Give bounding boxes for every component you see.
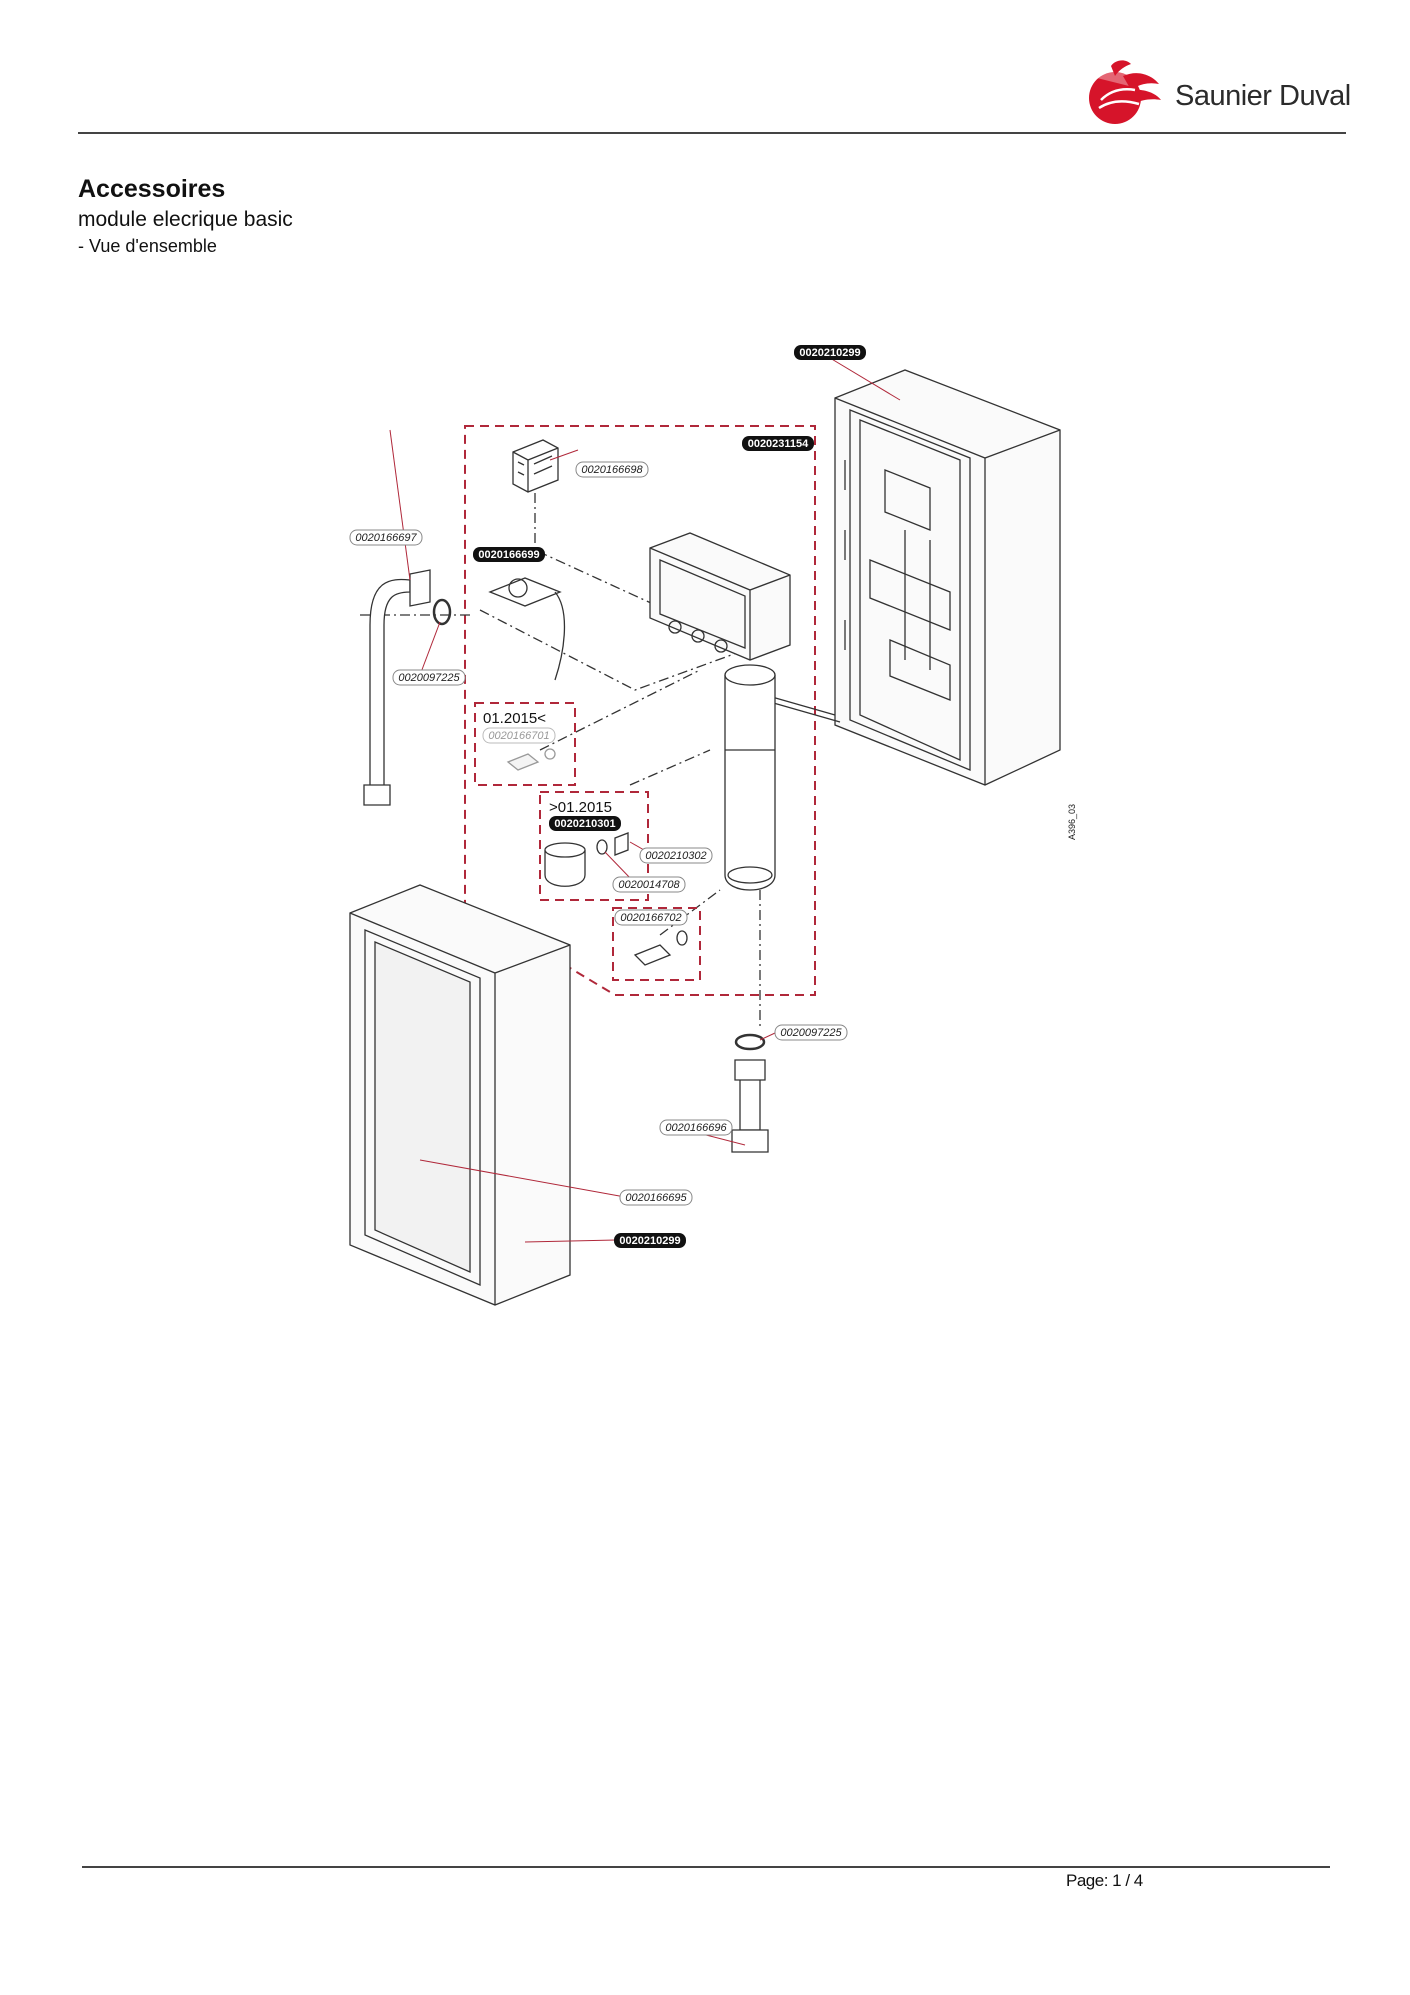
bottom-fitting-drawing bbox=[633, 930, 688, 966]
section-title: - Vue d'ensemble bbox=[78, 236, 217, 256]
heater-element-drawing bbox=[724, 664, 776, 891]
valve-drawing bbox=[544, 832, 629, 887]
old-variant-outline bbox=[474, 702, 576, 786]
header-divider bbox=[78, 132, 1346, 134]
old-variant-part-drawing bbox=[506, 748, 556, 771]
label-oring-bottom: 0020097225 bbox=[780, 1027, 842, 1039]
exploded-parts-diagram: 0020210299 0020231154 0020166698 0020166… bbox=[349, 345, 1077, 1306]
bottom-fitting-outline bbox=[612, 907, 701, 981]
label-variant-new-date: >01.2015 bbox=[549, 799, 612, 816]
label-variant-old-part: 0020166701 bbox=[488, 730, 549, 742]
kit-group-outline bbox=[464, 425, 816, 996]
label-terminal-block: 0020166698 bbox=[581, 464, 643, 476]
back-cover-drawing bbox=[834, 369, 1061, 786]
label-cover-back: 0020210299 bbox=[799, 347, 860, 359]
label-thermostat: 0020166699 bbox=[478, 549, 539, 561]
page-number: Page: 1 / 4 bbox=[1066, 1871, 1143, 1890]
label-fitting-bottom: 0020166702 bbox=[620, 912, 681, 924]
label-variant-new-part: 0020210301 bbox=[554, 818, 615, 830]
terminal-block-drawing bbox=[512, 439, 559, 493]
label-cover-front: 0020210299 bbox=[619, 1235, 680, 1247]
page-title: Accessoires bbox=[78, 175, 226, 203]
brand-logo-icon bbox=[1089, 60, 1161, 124]
front-cover-drawing bbox=[349, 884, 571, 1306]
electronic-box-drawing bbox=[649, 532, 841, 723]
drawing-code: A396_03 bbox=[1067, 804, 1077, 840]
left-pipe-drawing bbox=[363, 569, 452, 806]
label-variant-old-date: 01.2015< bbox=[483, 710, 546, 727]
label-valve: 0020014708 bbox=[618, 879, 680, 891]
page-subtitle: module elecrique basic bbox=[78, 208, 293, 231]
bottom-union-drawing bbox=[731, 1033, 769, 1153]
thermostat-drawing bbox=[488, 577, 566, 681]
label-pipe-left: 0020166697 bbox=[355, 532, 417, 544]
new-variant-outline bbox=[539, 791, 649, 901]
label-fitting-nut: 0020210302 bbox=[645, 850, 706, 862]
label-union-bottom: 0020166696 bbox=[665, 1122, 727, 1134]
label-oring-left: 0020097225 bbox=[398, 672, 460, 684]
footer-divider bbox=[82, 1866, 1330, 1868]
label-kit-group: 0020231154 bbox=[748, 438, 809, 450]
label-front-panel: 0020166695 bbox=[625, 1192, 687, 1204]
brand-name: Saunier Duval bbox=[1175, 80, 1351, 112]
